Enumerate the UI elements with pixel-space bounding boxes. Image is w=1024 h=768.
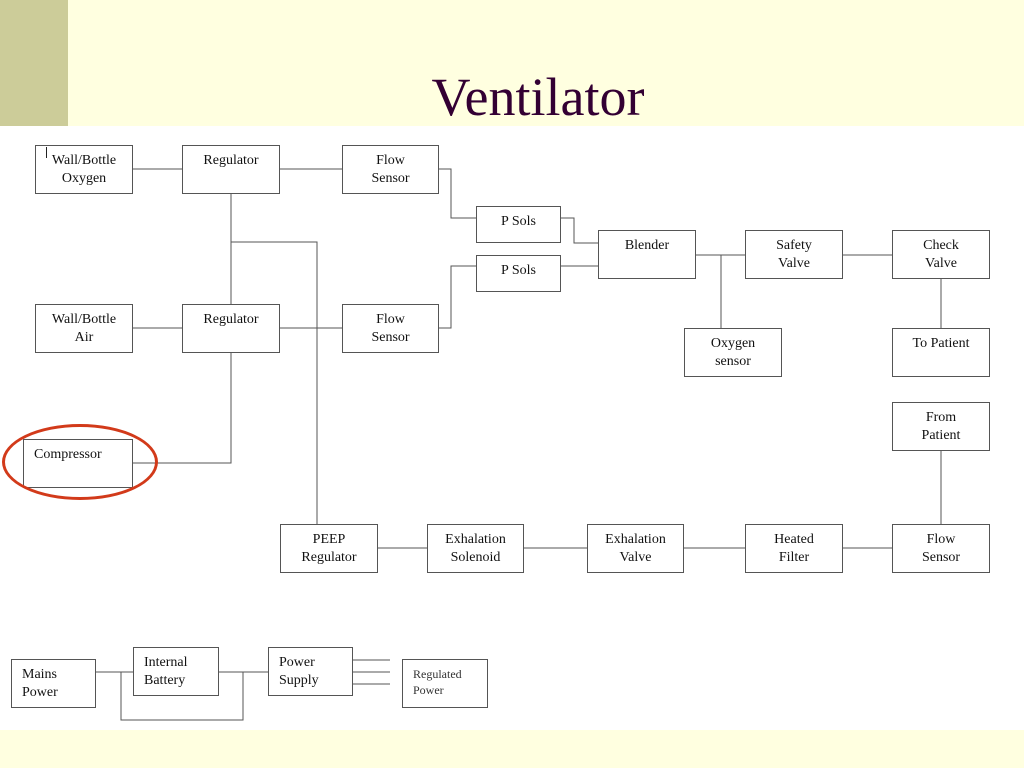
- check-valve-box: Check Valve: [892, 230, 990, 279]
- oxygen-sensor-box: Oxygen sensor: [684, 328, 782, 377]
- accent-bar: [0, 0, 68, 126]
- safety-valve-box: Safety Valve: [745, 230, 843, 279]
- p-sols-top-box: P Sols: [476, 206, 561, 243]
- title-band: [68, 0, 1024, 126]
- power-supply-box: Power Supply: [268, 647, 353, 696]
- compressor-highlight-circle: [2, 424, 158, 500]
- heated-filter-box: Heated Filter: [745, 524, 843, 573]
- flow-sensor-patient-box: Flow Sensor: [892, 524, 990, 573]
- slide-title: Ventilator: [431, 67, 645, 127]
- footer-band: [0, 730, 1024, 768]
- regulator-oxygen-box: Regulator: [182, 145, 280, 194]
- flow-sensor-air-box: Flow Sensor: [342, 304, 439, 353]
- blender-box: Blender: [598, 230, 696, 279]
- wall-bottle-air-box: Wall/Bottle Air: [35, 304, 133, 353]
- mains-power-box: Mains Power: [11, 659, 96, 708]
- internal-battery-box: Internal Battery: [133, 647, 219, 696]
- wall-bottle-oxygen-box: Wall/Bottle Oxygen: [35, 145, 133, 194]
- exhalation-solenoid-box: Exhalation Solenoid: [427, 524, 524, 573]
- exhalation-valve-box: Exhalation Valve: [587, 524, 684, 573]
- to-patient-box: To Patient: [892, 328, 990, 377]
- regulated-power-box: Regulated Power: [402, 659, 488, 708]
- regulator-air-box: Regulator: [182, 304, 280, 353]
- peep-regulator-box: PEEP Regulator: [280, 524, 378, 573]
- from-patient-box: From Patient: [892, 402, 990, 451]
- flow-sensor-oxygen-box: Flow Sensor: [342, 145, 439, 194]
- text-cursor: [46, 147, 47, 158]
- p-sols-bottom-box: P Sols: [476, 255, 561, 292]
